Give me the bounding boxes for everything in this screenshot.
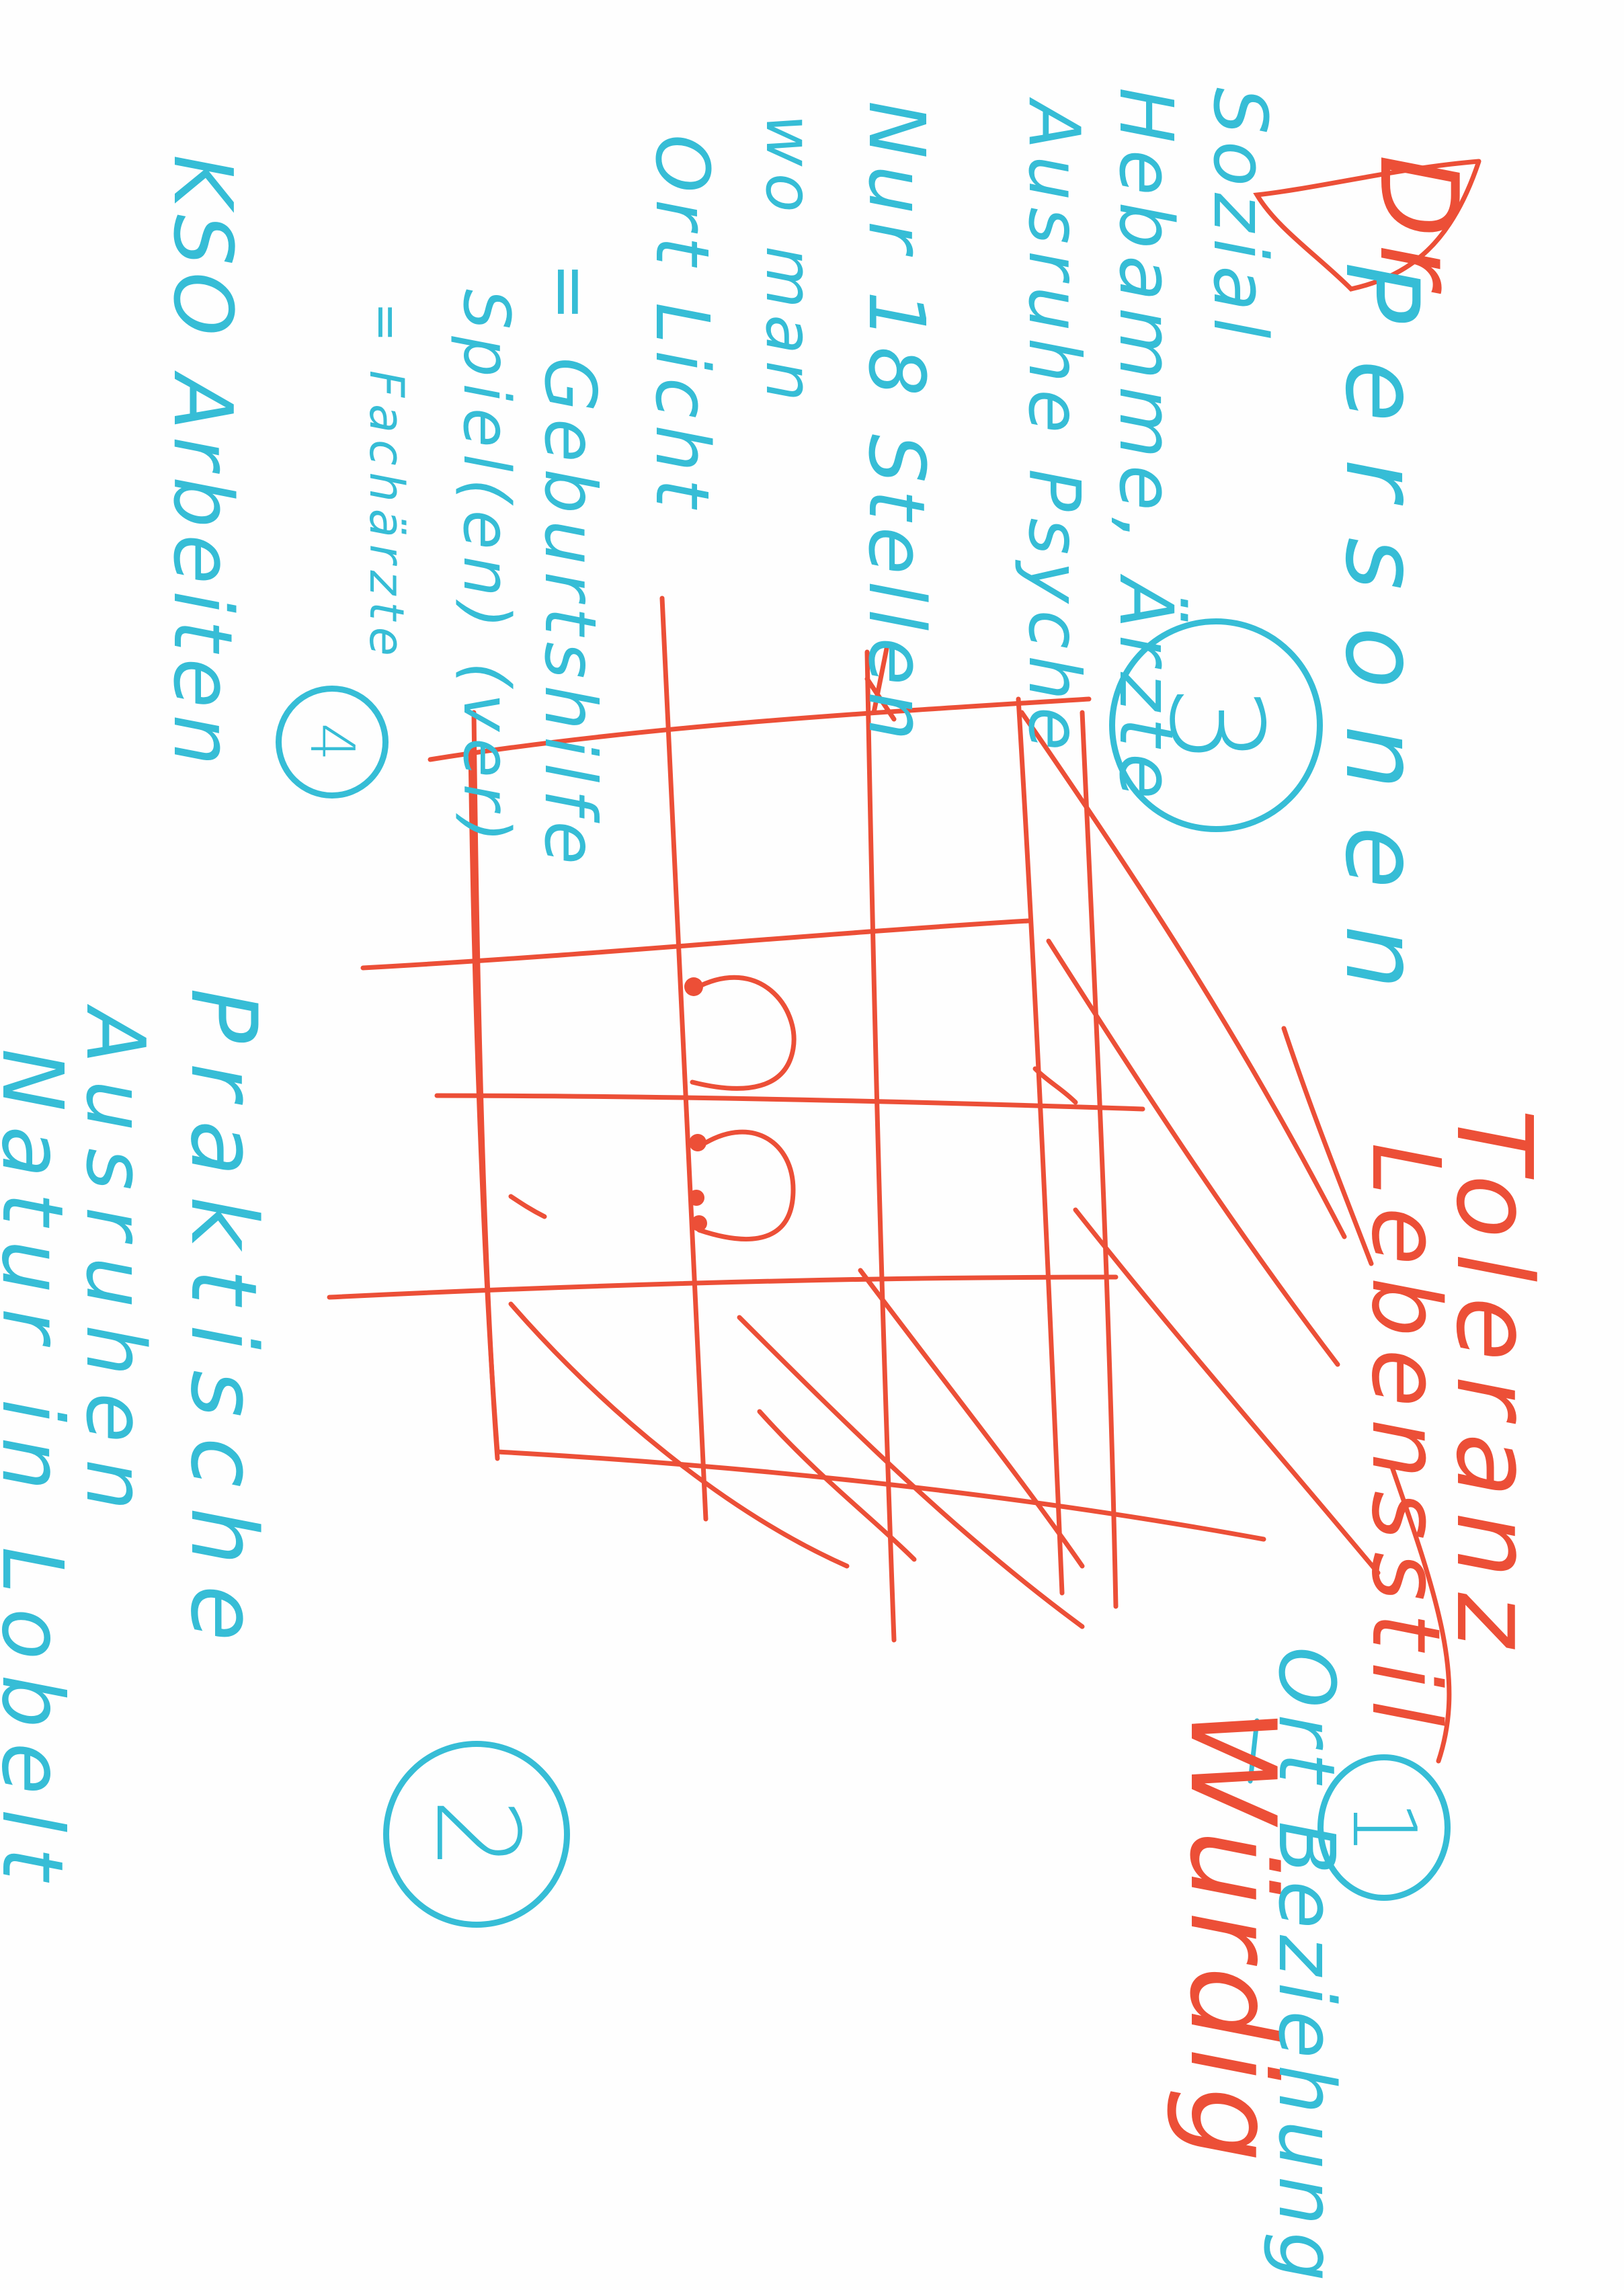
grid-line-2	[1080, 710, 1119, 1609]
note-line-9: = Fachärzte	[359, 302, 414, 663]
dot-1	[684, 977, 703, 996]
red-shape-top	[1253, 159, 1481, 292]
note-line-7: = Geburtshilfe	[529, 262, 611, 872]
dot-3	[688, 1190, 704, 1206]
hatch-9	[508, 1194, 547, 1219]
grid-line-4	[659, 596, 708, 1522]
grid-left-edge	[468, 743, 500, 1455]
bottom-line-3: Ausruhen	[68, 1008, 161, 1527]
circle-number-2: 2	[383, 1741, 570, 1928]
loop-1	[690, 975, 797, 1091]
hatch-2	[1046, 938, 1340, 1367]
hatch-6	[508, 1301, 850, 1569]
grid-cross-5	[495, 1449, 1266, 1542]
loop-2	[696, 1129, 796, 1241]
bottom-line-4: Natur in Lobelt	[0, 1049, 81, 1895]
dot-4	[691, 1215, 707, 1231]
note-line-1: Sozial	[1197, 87, 1283, 345]
bottom-line-1: Ort Beziehung	[1261, 1647, 1351, 2288]
blue-arrow	[1248, 1718, 1260, 1784]
note-line-5: wo man	[752, 114, 825, 408]
hatch-8	[1281, 1026, 1374, 1266]
note-line-4: Nur 18 Stellen	[851, 101, 941, 748]
dot-2	[689, 1134, 706, 1151]
heading-personen: Personen	[1323, 262, 1440, 1026]
grid-cross-4	[327, 1274, 1119, 1300]
arrow-line	[864, 643, 897, 722]
hatch-7	[757, 1409, 917, 1562]
note-line-8: Spiel(en) (ver)	[449, 289, 523, 849]
note-line-3: Ausruhe Psyche	[1013, 101, 1095, 758]
grid-cross-3	[434, 1093, 1145, 1112]
red-title-2: Lebensstil	[1350, 1143, 1460, 1739]
red-sweep	[1389, 1463, 1452, 1764]
circle-number-4: 4	[276, 686, 389, 799]
hatch-5	[737, 1315, 1085, 1629]
bottom-line-2: Praktische	[171, 988, 276, 1662]
note-line-10: KSO Arbeiten	[155, 155, 249, 773]
grid-line-3	[864, 649, 897, 1643]
grid-cross-2	[360, 918, 1031, 971]
grid-line-1	[1016, 696, 1065, 1596]
hatch-1	[1019, 710, 1347, 1239]
grid-cross-1	[428, 696, 1092, 762]
note-line-2: Hebamme, Ärzte	[1103, 87, 1189, 806]
hatch-3	[1073, 1207, 1381, 1576]
hatch-10	[1032, 1066, 1078, 1105]
note-line-6: Ort Licht	[639, 134, 725, 515]
hatch-4	[858, 1268, 1085, 1569]
